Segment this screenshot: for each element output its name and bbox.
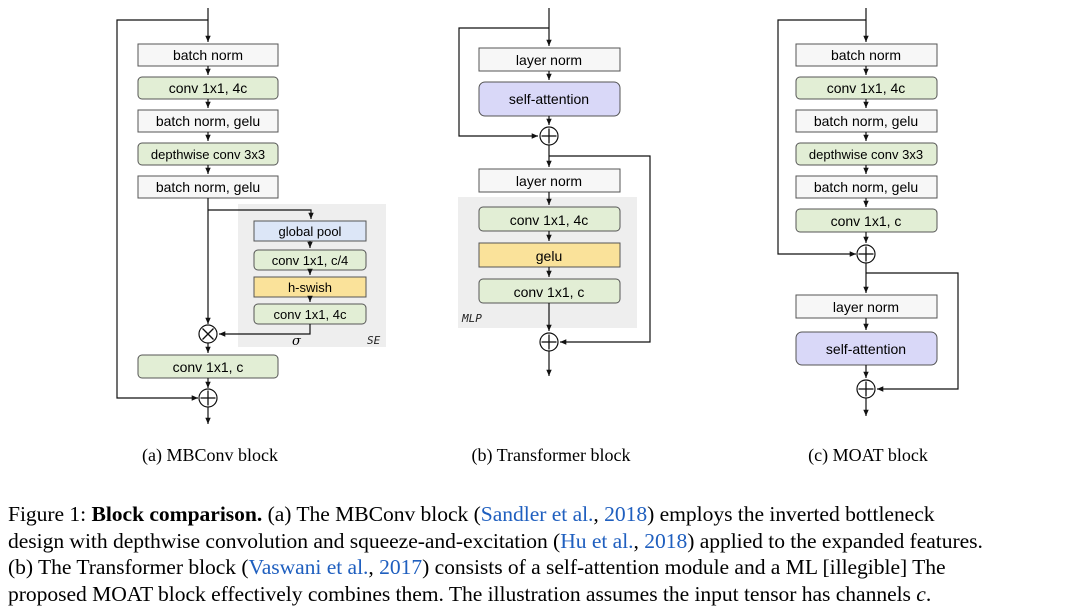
transformer-gelu: gelu — [478, 242, 621, 268]
moat-panel: batch norm conv 1x1, 4c batch norm, gelu… — [777, 8, 959, 466]
transformer-layer-norm-2: layer norm — [478, 168, 621, 193]
transformer-panel: MLP layer norm self-attention layer norm… — [458, 8, 651, 466]
caption-text: proposed MOAT block effectively combines… — [8, 581, 917, 606]
svg-text:depthwise conv 3x3: depthwise conv 3x3 — [151, 147, 265, 162]
mlp-tag: MLP — [461, 312, 482, 325]
svg-text:gelu: gelu — [536, 248, 562, 264]
transformer-residual-1 — [458, 27, 549, 139]
se-conv-reduce: conv 1x1, c/4 — [253, 249, 367, 271]
moat-self-attention: self-attention — [795, 331, 938, 366]
svg-text:conv 1x1, 4c: conv 1x1, 4c — [274, 307, 347, 322]
caption-line-2: design with depthwise convolution and sq… — [8, 528, 983, 553]
mbconv-batch-norm-gelu-2: batch norm, gelu — [137, 175, 279, 199]
moat-residual-1 — [777, 19, 866, 257]
svg-text:batch norm: batch norm — [173, 47, 243, 63]
transformer-add-node-2 — [539, 332, 559, 352]
mbconv-residual-arrow — [116, 19, 208, 401]
caption-text: ) employs the inverted bottleneck — [647, 502, 935, 526]
caption-title: Block comparison. — [91, 502, 263, 526]
moat-batch-norm-1: batch norm — [795, 43, 938, 67]
citation-sandler-year[interactable]: 2018 — [604, 502, 648, 526]
transformer-layer-norm-1: layer norm — [478, 47, 621, 72]
caption-text: design with depthwise convolution and sq… — [8, 528, 561, 553]
svg-text:self-attention: self-attention — [509, 91, 589, 107]
transformer-conv-project: conv 1x1, c — [478, 278, 621, 304]
se-tag: SE — [367, 334, 381, 347]
figure-caption: Figure 1: Block comparison. (a) The MBCo… — [8, 501, 1078, 607]
moat-residual-2 — [866, 272, 959, 392]
moat-batch-norm-gelu-2: batch norm, gelu — [795, 175, 938, 199]
sigma-label: σ — [292, 334, 302, 349]
svg-text:batch norm, gelu: batch norm, gelu — [814, 179, 918, 195]
caption-text: (b) The Transformer block ( — [8, 555, 249, 579]
moat-subcaption: (c) MOAT block — [808, 445, 928, 466]
svg-text:layer norm: layer norm — [516, 173, 582, 189]
caption-text: . — [925, 581, 932, 606]
transformer-residual-2 — [549, 155, 651, 345]
block-comparison-diagram: SE batch norm conv 1x1, 4c batch norm, g… — [116, 8, 959, 466]
svg-text:batch norm, gelu: batch norm, gelu — [814, 113, 918, 129]
svg-text:conv 1x1, 4c: conv 1x1, 4c — [827, 80, 906, 96]
citation-hu-authors[interactable]: Hu et al. — [560, 528, 634, 553]
citation-sandler-authors[interactable]: Sandler et al. — [480, 502, 594, 526]
svg-text:h-swish: h-swish — [288, 280, 332, 295]
svg-text:layer norm: layer norm — [833, 299, 899, 315]
mbconv-add-node — [198, 388, 218, 408]
moat-conv-expand: conv 1x1, 4c — [795, 76, 938, 100]
caption-line-4: proposed MOAT block effectively combines… — [8, 581, 1078, 608]
se-global-pool: global pool — [253, 220, 367, 242]
svg-text:batch norm, gelu: batch norm, gelu — [156, 113, 260, 129]
moat-add-node-1 — [856, 244, 876, 264]
moat-layer-norm: layer norm — [795, 294, 938, 319]
caption-variable: c — [916, 581, 926, 606]
svg-text:self-attention: self-attention — [826, 341, 906, 357]
moat-add-node-2 — [856, 379, 876, 399]
se-h-swish: h-swish — [253, 276, 367, 298]
svg-text:conv 1x1, 4c: conv 1x1, 4c — [169, 80, 248, 96]
transformer-subcaption: (b) Transformer block — [472, 445, 631, 466]
mbconv-conv-project: conv 1x1, c — [137, 354, 279, 379]
citation-hu-year[interactable]: 2018 — [644, 528, 688, 553]
caption-text: ) applied to the expanded features. — [687, 528, 983, 553]
svg-text:depthwise conv 3x3: depthwise conv 3x3 — [809, 147, 923, 162]
transformer-self-attention: self-attention — [478, 81, 621, 117]
caption-text: The — [912, 555, 946, 579]
mbconv-depthwise-conv: depthwise conv 3x3 — [137, 142, 279, 166]
svg-text:conv 1x1, 4c: conv 1x1, 4c — [510, 212, 589, 228]
svg-text:conv 1x1, c: conv 1x1, c — [514, 284, 585, 300]
moat-conv-project: conv 1x1, c — [795, 208, 938, 233]
caption-figure-label: Figure 1: — [8, 502, 87, 526]
transformer-conv-expand: conv 1x1, 4c — [478, 206, 621, 232]
caption-text: (a) The MBConv block ( — [267, 502, 481, 526]
mbconv-batch-norm-1: batch norm — [137, 43, 279, 67]
citation-vaswani-authors[interactable]: Vaswani et al. — [248, 555, 369, 579]
moat-batch-norm-gelu-1: batch norm, gelu — [795, 109, 938, 133]
caption-text: ) consists of a self-attention module an… — [422, 555, 818, 579]
svg-text:global pool: global pool — [279, 224, 342, 239]
se-conv-expand: conv 1x1, 4c — [253, 303, 367, 325]
mbconv-conv-expand: conv 1x1, 4c — [137, 76, 279, 100]
caption-obscured-text: [illegible] — [822, 555, 908, 579]
svg-text:conv 1x1, c/4: conv 1x1, c/4 — [272, 253, 349, 268]
moat-depthwise-conv: depthwise conv 3x3 — [795, 142, 938, 166]
svg-text:layer norm: layer norm — [516, 52, 582, 68]
svg-text:batch norm: batch norm — [831, 47, 901, 63]
svg-text:conv 1x1, c: conv 1x1, c — [173, 359, 244, 375]
mbconv-batch-norm-gelu-1: batch norm, gelu — [137, 109, 279, 133]
multiply-node — [198, 324, 218, 344]
mbconv-panel: SE batch norm conv 1x1, 4c batch norm, g… — [116, 8, 386, 466]
mbconv-subcaption: (a) MBConv block — [142, 445, 278, 466]
caption-line-1: Figure 1: Block comparison. (a) The MBCo… — [8, 502, 935, 526]
citation-vaswani-year[interactable]: 2017 — [379, 555, 423, 579]
svg-text:conv 1x1, c: conv 1x1, c — [831, 213, 902, 229]
caption-line-3: (b) The Transformer block (Vaswani et al… — [8, 555, 946, 579]
svg-text:batch norm, gelu: batch norm, gelu — [156, 179, 260, 195]
transformer-add-node-1 — [539, 126, 559, 146]
